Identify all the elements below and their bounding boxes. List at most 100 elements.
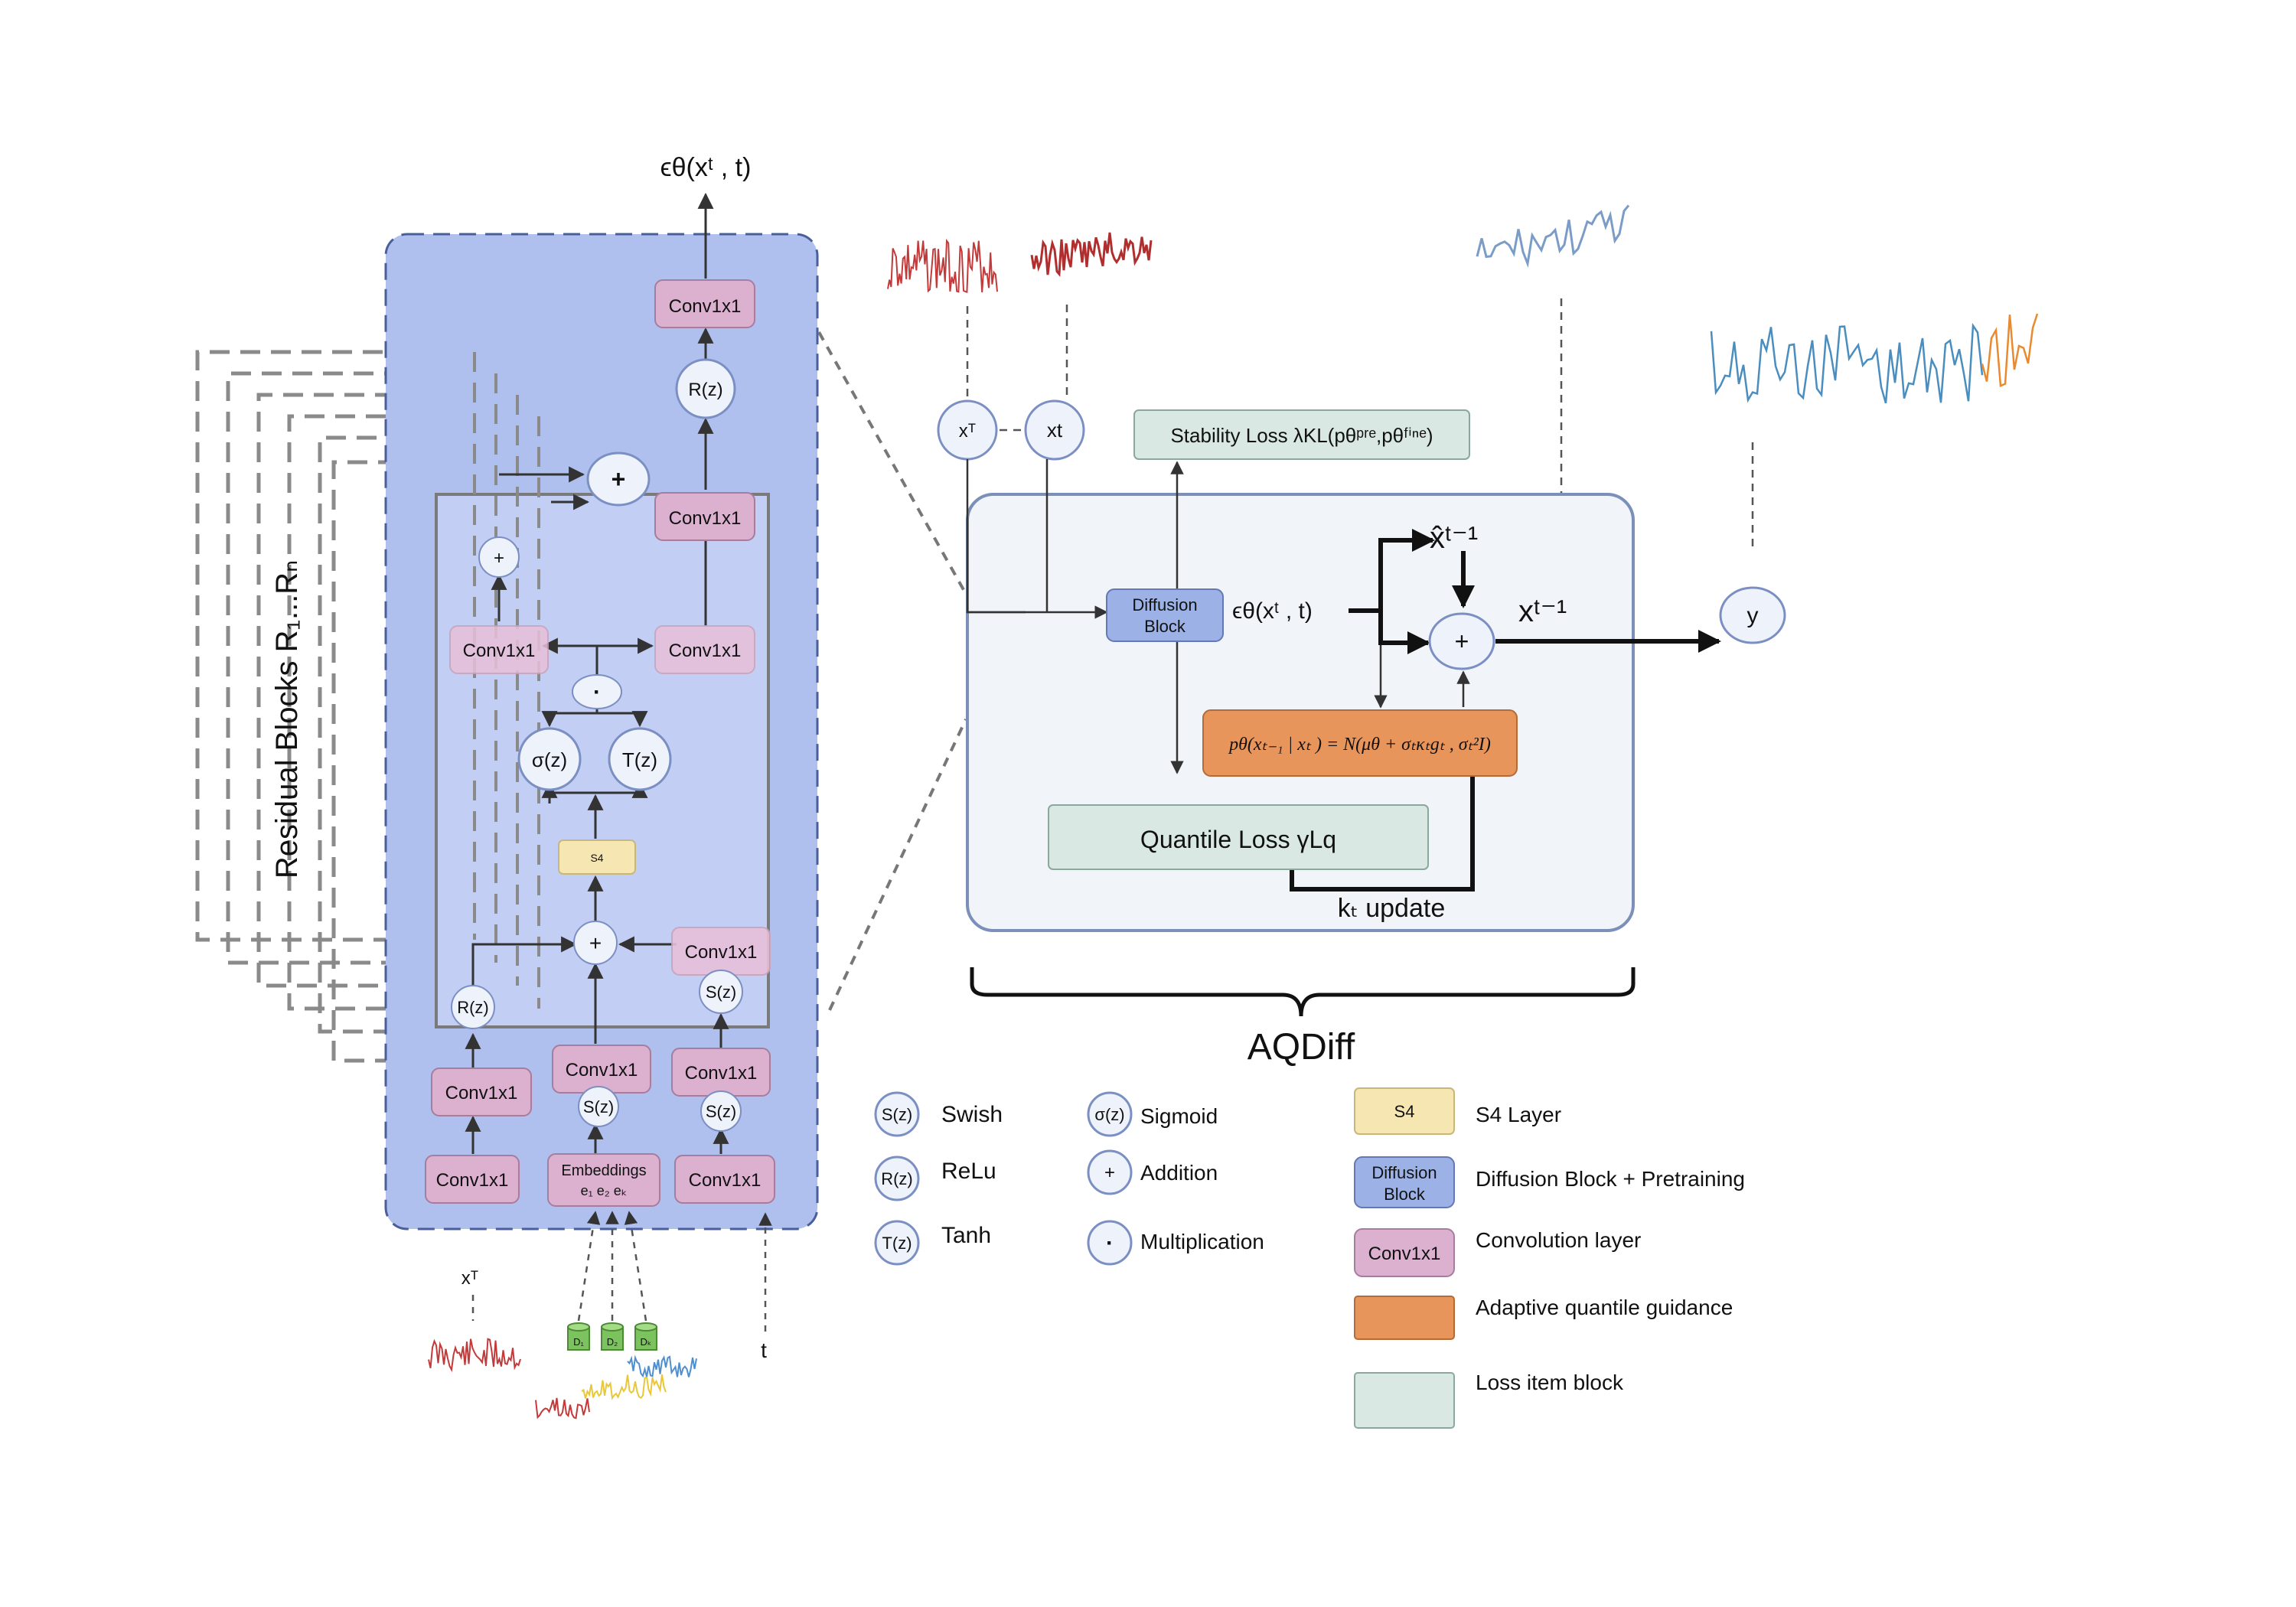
xt-node-label: xt bbox=[1047, 419, 1063, 442]
legend-addition-sym: + bbox=[1104, 1162, 1115, 1183]
xhat-label: x̂ᵗ⁻¹ bbox=[1430, 521, 1478, 555]
series-blue-left bbox=[627, 1354, 697, 1378]
relu-low-circle bbox=[451, 985, 495, 1029]
conv-bot-left1-label: Conv1x1 bbox=[445, 1083, 518, 1103]
swish-mid-right-circle bbox=[699, 970, 743, 1014]
plus-top-ellipse bbox=[586, 451, 651, 507]
legend-swish-icon bbox=[874, 1091, 920, 1137]
conv-mid-right-label: Conv1x1 bbox=[685, 942, 758, 963]
zoom-line-bottom bbox=[828, 719, 967, 1011]
conv-right bbox=[654, 625, 755, 674]
legend-sigmoid-sym: σ(z) bbox=[1094, 1105, 1124, 1124]
database-icons: D₁ D₂ Dₖ bbox=[567, 1322, 657, 1351]
legend-diff-sym-line2: Block bbox=[1384, 1185, 1426, 1204]
database-icon: D₁ bbox=[567, 1322, 590, 1351]
small-plus-label: + bbox=[494, 548, 504, 569]
legend-tanh-icon bbox=[874, 1220, 920, 1266]
kt-update-label: kₜ update bbox=[1338, 894, 1445, 923]
legend-adaptive-swatch bbox=[1354, 1296, 1455, 1340]
aqdiff-label: AQDiff bbox=[1247, 1027, 1355, 1068]
legend-conv-swatch bbox=[1354, 1228, 1455, 1277]
quantile-loss-label: Quantile Loss γLq bbox=[1140, 826, 1336, 853]
legend-sigmoid-icon bbox=[1087, 1091, 1133, 1137]
relu-low-label: R(z) bbox=[457, 998, 489, 1017]
series-red-right1 bbox=[887, 239, 998, 294]
legend-tanh-text: Tanh bbox=[941, 1223, 991, 1248]
xT-node-label: xᵀ bbox=[959, 421, 976, 442]
left-dashed-inputs bbox=[471, 1211, 772, 1332]
conv-bot-left2 bbox=[425, 1155, 520, 1204]
left-xT-label: xᵀ bbox=[461, 1268, 478, 1289]
series-yellow bbox=[581, 1374, 667, 1400]
database-icon: Dₖ bbox=[634, 1322, 657, 1351]
right-thick-arrows bbox=[1290, 529, 1721, 892]
series-red-right2 bbox=[1030, 232, 1153, 277]
right-eps-label: ϵθ(xᵗ , t) bbox=[1232, 598, 1313, 624]
diffusion-block-line2: Block bbox=[1144, 617, 1186, 636]
legend-diff-text: Diffusion Block + Pretraining bbox=[1476, 1167, 1745, 1191]
y-node bbox=[1719, 586, 1786, 644]
svg-text:D₂: D₂ bbox=[607, 1336, 618, 1348]
tanh-label: T(z) bbox=[622, 748, 657, 771]
left-t-label: t bbox=[761, 1338, 767, 1362]
swish-bot-right-label: S(z) bbox=[706, 1102, 736, 1121]
legend-diffusion-swatch bbox=[1354, 1156, 1455, 1208]
mid-plus-circle bbox=[573, 921, 618, 965]
legend-tanh-sym: T(z) bbox=[882, 1234, 912, 1253]
legend-relu-sym: R(z) bbox=[881, 1169, 913, 1188]
aqdiff-brace bbox=[970, 967, 1636, 1017]
svg-text:Dₖ: Dₖ bbox=[641, 1336, 652, 1348]
conv-bot-left1 bbox=[431, 1068, 532, 1116]
conv-bot-left2-label: Conv1x1 bbox=[436, 1170, 509, 1191]
plus-top-label: + bbox=[612, 465, 626, 493]
series-red-left bbox=[428, 1338, 521, 1373]
legend-conv-sym: Conv1x1 bbox=[1368, 1244, 1441, 1264]
embeddings-line2: e₁ e₂ eₖ bbox=[581, 1183, 628, 1198]
legend-sigmoid-text: Sigmoid bbox=[1140, 1104, 1218, 1128]
sigma-circle bbox=[517, 727, 582, 791]
series-output-blue bbox=[1710, 322, 1984, 404]
series-blue-right bbox=[1476, 204, 1630, 269]
swish-bot-right-circle bbox=[700, 1090, 742, 1132]
legend-addition-icon bbox=[1087, 1149, 1133, 1195]
xt1-label: xᵗ⁻¹ bbox=[1518, 595, 1567, 628]
legend-mult-text: Multiplication bbox=[1140, 1230, 1264, 1253]
conv-left-label: Conv1x1 bbox=[463, 641, 536, 661]
conv-bot-right2 bbox=[674, 1155, 775, 1204]
small-plus-circle bbox=[478, 536, 520, 578]
series-output-orange bbox=[1981, 313, 2039, 388]
conv-upper-label: Conv1x1 bbox=[669, 508, 742, 529]
swish-mid-right-label: S(z) bbox=[706, 983, 736, 1002]
mult-ellipse bbox=[572, 674, 622, 709]
diffusion-block bbox=[1106, 588, 1224, 642]
right-flow-arrows bbox=[966, 459, 1470, 774]
legend-loss-text: Loss item block bbox=[1476, 1371, 1624, 1394]
legend-conv-text: Convolution layer bbox=[1476, 1228, 1641, 1252]
swish-bot-mid-circle bbox=[578, 1086, 619, 1127]
mid-plus-label: + bbox=[589, 931, 602, 955]
legend-swish-text: Swish bbox=[941, 1102, 1003, 1127]
legend-s4-sym: S4 bbox=[1394, 1102, 1415, 1121]
xt-node bbox=[1024, 399, 1085, 461]
stability-loss-label: Stability Loss λKL(pθᵖʳᵉ,pθᶠⁱⁿᵉ) bbox=[1170, 424, 1433, 447]
conv-bot-right1-label: Conv1x1 bbox=[685, 1063, 758, 1084]
legend-adaptive-text: Adaptive quantile guidance bbox=[1476, 1296, 1733, 1319]
svg-text:D₁: D₁ bbox=[573, 1336, 584, 1348]
residual-blocks-label: Residual Blocks R₁...Rₙ bbox=[270, 560, 304, 878]
legend-s4-swatch bbox=[1354, 1087, 1455, 1135]
stability-loss-block bbox=[1133, 409, 1470, 460]
relu-top-label: R(z) bbox=[688, 380, 722, 400]
legend-mult-icon bbox=[1087, 1220, 1133, 1266]
tanh-circle bbox=[608, 727, 672, 791]
conv-top bbox=[654, 279, 755, 328]
mult-label: · bbox=[593, 680, 601, 705]
right-plus-label: + bbox=[1455, 627, 1469, 655]
conv-bot-right2-label: Conv1x1 bbox=[689, 1170, 762, 1191]
adaptive-guidance-block bbox=[1202, 709, 1518, 777]
legend-swish-sym: S(z) bbox=[882, 1105, 912, 1124]
s4-block-label: S4 bbox=[590, 852, 603, 864]
embeddings-line1: Embeddings bbox=[561, 1162, 646, 1179]
zoom-line-top bbox=[817, 331, 967, 595]
swish-bot-mid-label: S(z) bbox=[583, 1097, 614, 1116]
diffusion-block-line1: Diffusion bbox=[1132, 595, 1197, 614]
